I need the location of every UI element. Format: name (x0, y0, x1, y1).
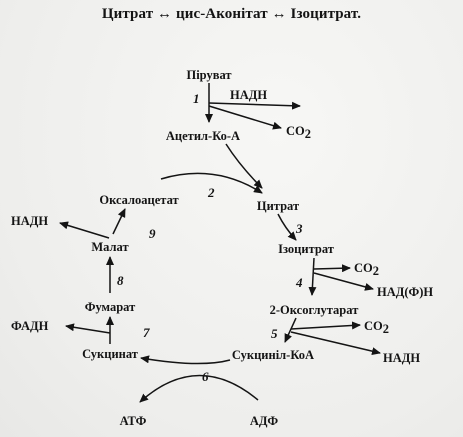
label-isocitrate: Ізоцитрат (278, 242, 334, 256)
arrow-step1-nadh (208, 101, 301, 110)
arrow-isocitrate-to-oxoglutarate (308, 257, 317, 296)
label-nadh-step5: НАДН (383, 351, 420, 365)
arrow-adp-to-atp (139, 374, 259, 403)
label-acetyl-coa: Ацетил-Ко-А (166, 129, 240, 143)
co2-step1-subscript: 2 (305, 127, 311, 141)
label-co2-step1: CO2 (286, 124, 311, 141)
arrow-malate-to-oxaloacetate (112, 208, 126, 235)
arrow-acetyl-coa-to-citrate (225, 143, 263, 189)
label-atp: АТФ (120, 414, 147, 428)
label-citrate: Цитрат (257, 199, 299, 213)
arrow-step5-co2 (290, 321, 361, 330)
arrow-oxoglutarate-to-succinyl-coa (284, 317, 297, 343)
arrow-succinyl-coa-to-succinate (140, 355, 231, 365)
co2-step4-subscript: 2 (373, 264, 379, 278)
step-number-6: 6 (202, 369, 209, 384)
step-number-8: 8 (117, 273, 124, 288)
label-fadh-step7: ФАДН (11, 319, 49, 333)
label-co2-step5: CO2 (364, 319, 389, 336)
arrow-step4-co2 (313, 264, 351, 273)
label-nadh-step1: НАДН (230, 88, 267, 102)
label-malate: Малат (91, 240, 128, 254)
label-oxoglutarate: 2-Оксоглутарат (270, 303, 359, 317)
label-succinate: Сукцинат (82, 347, 138, 361)
arrow-oxaloacetate-to-citrate (160, 172, 263, 194)
co2-step5-subscript: 2 (383, 322, 389, 336)
co2-step4-text: CO (354, 261, 373, 275)
step-number-5: 5 (271, 326, 278, 341)
co2-step5-text: CO (364, 319, 383, 333)
label-fumarate: Фумарат (85, 300, 136, 314)
label-succinyl-coa: Сукциніл-КоА (232, 348, 314, 362)
arrow-step4-nadph (313, 272, 374, 291)
label-oxaloacetate: Оксалоацетат (99, 193, 178, 207)
arrow-step5-nadh (290, 331, 381, 356)
step-number-3: 3 (295, 221, 303, 236)
arrow-step1-co2 (208, 105, 282, 130)
step-number-9: 9 (149, 226, 156, 241)
step-number-1: 1 (193, 91, 200, 106)
label-pyruvate: Піруват (186, 68, 231, 82)
label-nadph-step4: НАД(Ф)Н (377, 285, 433, 299)
arrow-step7-fadh (65, 323, 111, 334)
label-nadh-step9: НАДН (11, 214, 48, 228)
label-co2-step4: CO2 (354, 261, 379, 278)
arrow-citrate-to-isocitrate (277, 213, 297, 241)
arrow-step9-nadh (59, 221, 110, 239)
label-adp: АДФ (250, 414, 278, 428)
co2-step1-text: CO (286, 124, 305, 138)
step-number-2: 2 (207, 185, 215, 200)
step-number-7: 7 (143, 325, 150, 340)
step-number-4: 4 (295, 275, 303, 290)
krebs-equation-heading: Цитрат ↔ цис-Аконітат ↔ Ізоцитрат. (101, 6, 362, 22)
